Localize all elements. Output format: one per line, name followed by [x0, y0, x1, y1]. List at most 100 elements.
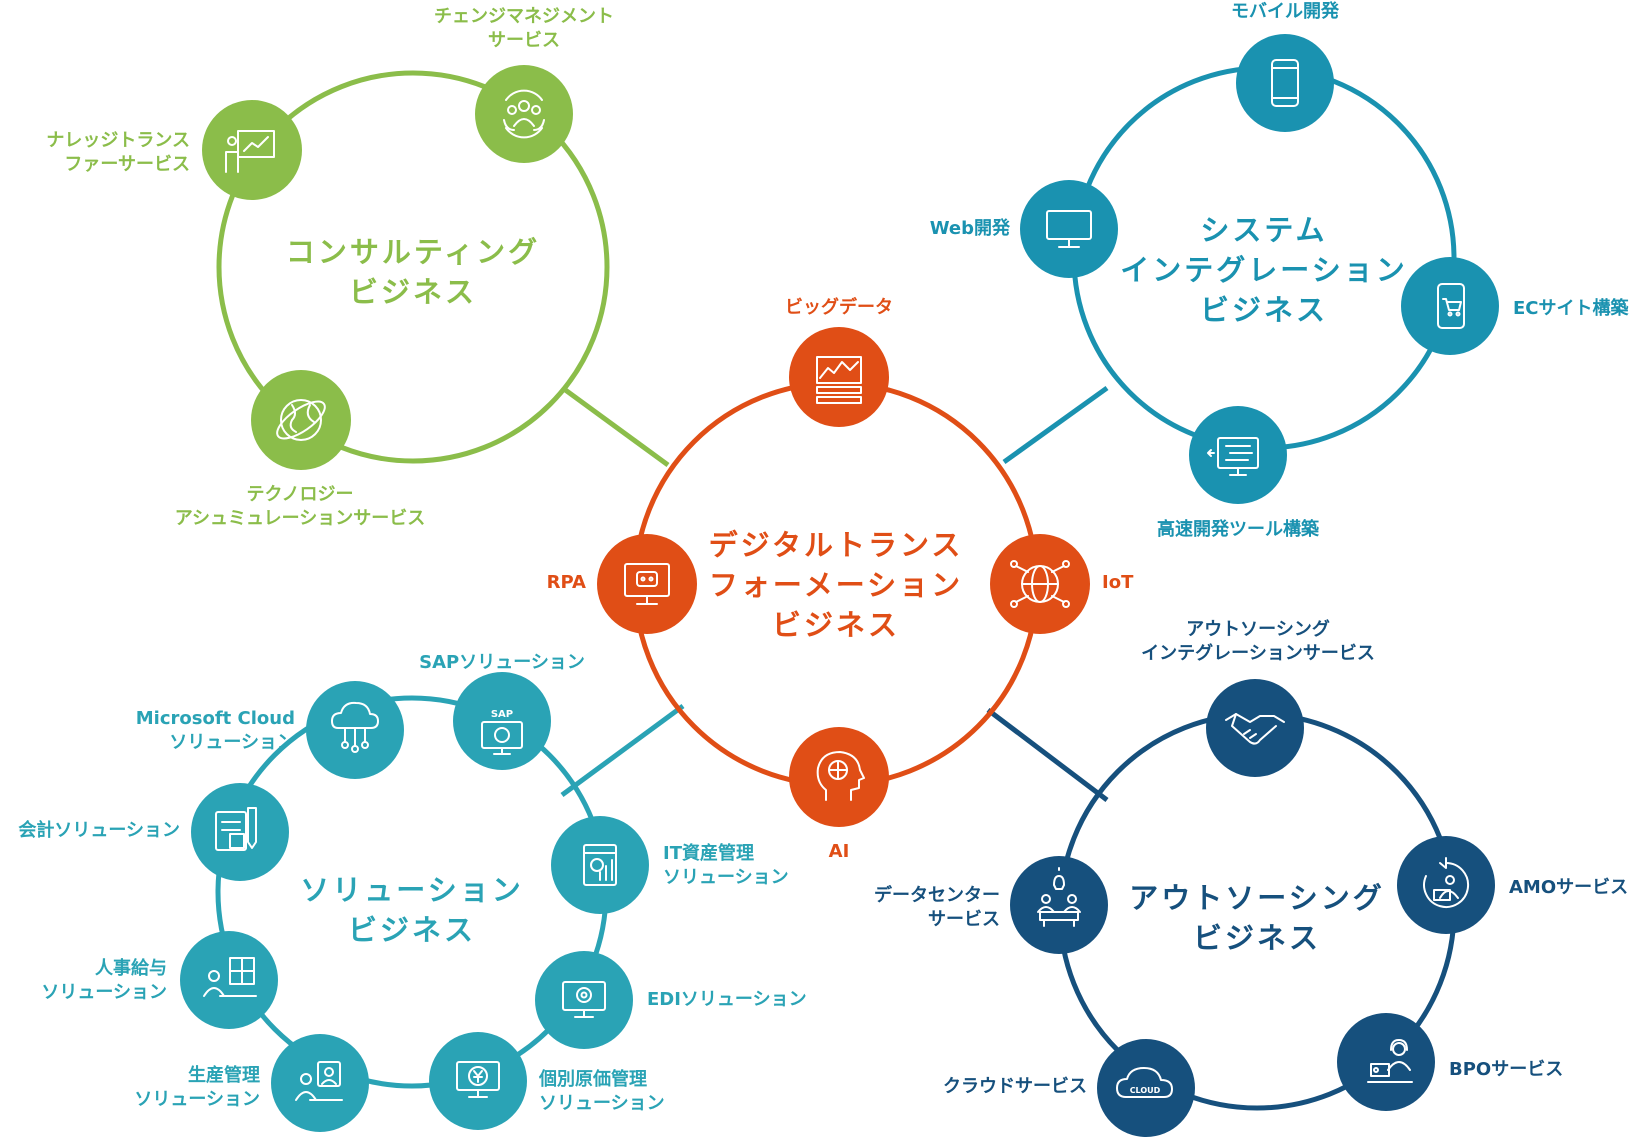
people-cycle-icon: [503, 89, 545, 139]
label-hr-payroll[interactable]: 人事給与 ソリューション: [41, 957, 167, 1005]
node-hr-payroll[interactable]: [180, 931, 278, 1029]
label-production-mgmt[interactable]: 生産管理 ソリューション: [134, 1064, 260, 1112]
node-ec-site[interactable]: [1401, 257, 1499, 355]
label-line: Web開発: [929, 218, 1010, 239]
node-technology-assimilation[interactable]: [251, 370, 351, 470]
title-line: デジタルトランス: [708, 528, 964, 562]
node-rapid-dev-tools[interactable]: [1189, 406, 1287, 504]
node-datacenter[interactable]: [1010, 856, 1108, 954]
node-rpa[interactable]: [597, 534, 697, 634]
label-line: サービス: [928, 909, 1000, 930]
person-cycle-icon: [1423, 857, 1470, 908]
label-big-data[interactable]: ビッグデータ: [785, 296, 893, 320]
connector-consulting: [562, 386, 670, 468]
label-line: サービス: [488, 30, 560, 51]
label-line: ファーサービス: [64, 154, 190, 175]
label-datacenter[interactable]: データセンター サービス: [874, 884, 1000, 932]
label-line: ソリューション: [539, 1093, 665, 1114]
label-line: EDIソリューション: [647, 989, 807, 1010]
label-line: 生産管理: [188, 1065, 260, 1086]
label-sap-solution[interactable]: SAPソリューション: [419, 651, 585, 675]
mobile-cart-icon: [1437, 283, 1465, 329]
label-mobile-dev[interactable]: モバイル開発: [1231, 0, 1339, 24]
node-big-data[interactable]: [789, 327, 889, 427]
label-cloud[interactable]: クラウドサービス: [943, 1075, 1087, 1099]
datacenter-meeting-icon: [1037, 867, 1081, 927]
label-line: ビッグデータ: [785, 297, 893, 318]
brain-head-icon: [816, 751, 865, 801]
label-line: AI: [828, 841, 850, 862]
label-line: ソリューション: [134, 1089, 260, 1110]
title-line: ビジネス: [1192, 921, 1322, 955]
gear-monitor-icon: [562, 981, 606, 1018]
node-ai[interactable]: [789, 727, 889, 827]
node-cloud[interactable]: CLOUD: [1097, 1039, 1195, 1137]
person-laptop-icon: [295, 1061, 343, 1101]
svg-text:SAP: SAP: [491, 709, 513, 720]
presentation-chart-icon: [225, 130, 275, 173]
system-integration-title: システム インテグレーション ビジネス: [1120, 210, 1407, 330]
label-knowledge-transfer[interactable]: ナレッジトランス ファーサービス: [46, 129, 190, 177]
node-sap-solution[interactable]: SAP: [453, 672, 551, 770]
title-line: フォーメーション: [708, 568, 964, 602]
node-edi[interactable]: [535, 951, 633, 1049]
label-technology-assimilation[interactable]: テクノロジー アシュミュレーションサービス: [175, 483, 426, 531]
node-bpo[interactable]: [1337, 1013, 1435, 1111]
label-line: アウトソーシング: [1186, 619, 1330, 640]
title-line: システム: [1200, 213, 1328, 247]
label-line: ECサイト構築: [1513, 298, 1629, 319]
node-outsourcing-integration[interactable]: [1206, 679, 1304, 777]
label-rapid-dev-tools[interactable]: 高速開発ツール構築: [1157, 518, 1319, 542]
node-web-dev[interactable]: [1020, 180, 1118, 278]
node-mobile-dev[interactable]: [1236, 34, 1334, 132]
consulting-title: コンサルティング ビジネス: [286, 232, 540, 312]
label-bpo[interactable]: BPOサービス: [1449, 1058, 1563, 1082]
label-it-asset[interactable]: IT資産管理 ソリューション: [663, 842, 789, 890]
connector-outsourcing: [986, 708, 1109, 802]
label-line: 人事給与: [95, 958, 167, 979]
label-accounting[interactable]: 会計ソリューション: [18, 819, 180, 843]
label-iot[interactable]: IoT: [1102, 571, 1133, 595]
label-rpa[interactable]: RPA: [547, 571, 586, 595]
node-iot[interactable]: [990, 534, 1090, 634]
code-arrows-icon: [1207, 437, 1259, 476]
connector-solution: [560, 703, 685, 798]
title-line: アウトソーシング: [1129, 881, 1385, 915]
label-line: クラウドサービス: [943, 1076, 1087, 1097]
solution-title: ソリューション ビジネス: [300, 870, 523, 950]
label-cost-mgmt[interactable]: 個別原価管理 ソリューション: [539, 1068, 665, 1116]
title-line: ソリューション: [300, 873, 524, 907]
node-production-mgmt[interactable]: [271, 1034, 369, 1132]
node-it-asset[interactable]: [551, 816, 649, 914]
label-amo[interactable]: AMOサービス: [1509, 876, 1628, 900]
node-microsoft-cloud[interactable]: [306, 681, 404, 779]
label-line: 高速開発ツール構築: [1157, 519, 1319, 540]
label-microsoft-cloud[interactable]: Microsoft Cloud ソリューション: [136, 707, 295, 755]
label-line: テクノロジー: [246, 484, 354, 505]
label-line: Microsoft Cloud: [135, 708, 295, 729]
node-change-management[interactable]: [475, 65, 573, 163]
label-outsourcing-integration[interactable]: アウトソーシング インテグレーションサービス: [1141, 618, 1375, 666]
asset-chart-icon: [583, 844, 617, 886]
title-line: ビジネス: [347, 913, 477, 947]
handshake-icon: [1225, 713, 1285, 745]
label-line: チェンジマネジメント: [434, 6, 614, 27]
node-accounting[interactable]: [191, 783, 289, 881]
label-web-dev[interactable]: Web開発: [930, 217, 1010, 241]
globe-orbit-icon: [276, 399, 326, 441]
title-line: コンサルティング: [285, 235, 541, 269]
label-line: SAPソリューション: [419, 652, 585, 673]
title-line: インテグレーション: [1120, 253, 1408, 287]
label-ec-site[interactable]: ECサイト構築: [1513, 297, 1629, 321]
node-amo[interactable]: [1397, 836, 1495, 934]
label-line: ソリューション: [663, 867, 789, 888]
label-edi[interactable]: EDIソリューション: [647, 988, 807, 1012]
node-knowledge-transfer[interactable]: [202, 100, 302, 200]
label-line: BPOサービス: [1449, 1059, 1564, 1080]
label-change-management[interactable]: チェンジマネジメント サービス: [434, 5, 614, 53]
label-ai[interactable]: AI: [829, 840, 850, 864]
robot-monitor-icon: [624, 563, 670, 605]
label-line: インテグレーションサービス: [1141, 643, 1375, 664]
node-cost-mgmt[interactable]: [429, 1032, 527, 1130]
